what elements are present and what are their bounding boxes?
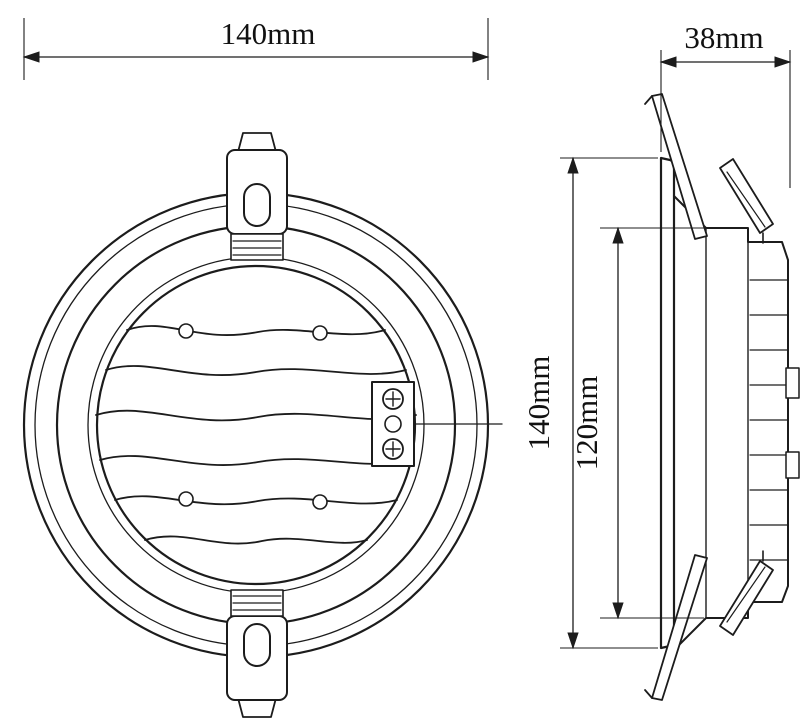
side-spring-clip-bottom — [644, 550, 774, 701]
fin-line — [105, 365, 407, 376]
front-view — [22, 132, 503, 718]
dim-label-front-width: 140mm — [221, 16, 316, 51]
clip-bracket-line — [726, 566, 766, 623]
side-heatsink-fins — [749, 279, 788, 561]
fin-rivets — [178, 323, 328, 510]
rivet-dot — [312, 325, 328, 341]
screw-cross-icon — [385, 391, 401, 407]
dim-cutout-height: 120mm — [569, 226, 704, 620]
screw-cross-icon — [385, 441, 401, 457]
rivet-dot — [312, 494, 328, 510]
clip-bracket — [719, 158, 774, 234]
side-terminal-box — [785, 367, 800, 399]
clip-bracket — [719, 560, 774, 636]
fin-line — [126, 325, 386, 336]
clip-spring-coils — [232, 595, 282, 611]
fin-line — [99, 455, 413, 466]
clip-slot — [243, 183, 271, 227]
dim-label-outer-height: 140mm — [521, 356, 556, 451]
side-view — [644, 93, 800, 701]
clip-arm — [651, 554, 708, 701]
dim-label-side-depth: 38mm — [684, 20, 763, 55]
fin-line — [95, 409, 417, 422]
side-cable-gland — [785, 451, 800, 479]
bezel-outer-circle — [22, 191, 490, 659]
side-spring-clip-top — [644, 93, 774, 244]
dim-outer-height: 140mm — [521, 156, 658, 650]
dim-front-width: 140mm — [22, 16, 490, 80]
spring-clip-top — [226, 132, 288, 261]
rivet-dot — [178, 491, 194, 507]
clip-arm-hook — [644, 689, 653, 699]
fin-line — [144, 535, 368, 545]
dim-label-cutout-height: 120mm — [569, 376, 604, 471]
clip-arm-hook — [644, 95, 653, 105]
side-bezel — [659, 156, 676, 650]
heatsink-fins — [95, 325, 417, 545]
terminal-hole — [384, 415, 402, 433]
dim-side-depth: 38mm — [659, 20, 792, 188]
rivet-dot — [178, 323, 194, 339]
clip-slot — [243, 623, 271, 667]
clip-bracket-line — [726, 171, 766, 228]
reflector-inner-circle — [95, 264, 417, 586]
clip-spring-coils — [232, 240, 282, 256]
clip-arm — [651, 93, 708, 240]
terminal-block — [371, 381, 503, 467]
spring-clip-bottom — [226, 589, 288, 718]
fin-line — [114, 495, 398, 506]
clip-spring-block — [230, 233, 284, 261]
